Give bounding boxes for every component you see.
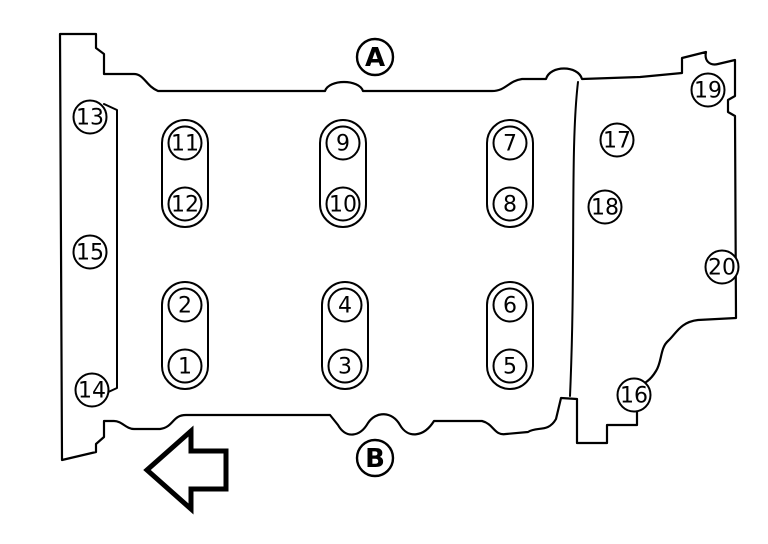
bolt-number-5: 5 <box>503 355 517 380</box>
bolt-circle-1 <box>167 348 203 384</box>
bolt-circle-14 <box>74 372 110 408</box>
bolt-circle-17 <box>599 122 635 158</box>
bolt-circle-4 <box>327 287 363 323</box>
bolt-circle-13 <box>72 99 108 135</box>
bolt-circle-12 <box>167 186 203 222</box>
bolt-number-11: 11 <box>171 132 199 157</box>
bolt-circle-3 <box>327 348 363 384</box>
bolt-circle-6 <box>492 287 528 323</box>
bolt-circle-18 <box>587 189 623 225</box>
view-label-circle-b <box>355 438 395 478</box>
bolt-number-6: 6 <box>503 294 517 319</box>
bolt-circle-5 <box>492 348 528 384</box>
bolt-number-14: 14 <box>78 379 106 404</box>
bolt-number-8: 8 <box>503 193 517 218</box>
bolt-number-16: 16 <box>620 384 648 409</box>
bolt-number-10: 10 <box>329 193 357 218</box>
bolt-number-7: 7 <box>503 132 517 157</box>
right-section-divider-line <box>569 81 579 397</box>
bolt-circle-15 <box>72 234 108 270</box>
view-label-a: A <box>365 43 385 73</box>
bolt-number-18: 18 <box>591 196 619 221</box>
bolt-circle-19 <box>690 72 726 108</box>
bolt-circle-7 <box>492 125 528 161</box>
bolt-number-2: 2 <box>178 294 192 319</box>
bolt-circle-16 <box>616 377 652 413</box>
bolt-number-3: 3 <box>338 355 352 380</box>
bolt-number-15: 15 <box>76 241 104 266</box>
bolt-number-20: 20 <box>708 256 736 281</box>
view-label-circle-a <box>355 37 395 77</box>
view-label-b: B <box>365 444 385 474</box>
bolt-number-19: 19 <box>694 79 722 104</box>
bolt-number-17: 17 <box>603 129 631 154</box>
bolt-number-12: 12 <box>171 193 199 218</box>
bolt-circle-2 <box>167 287 203 323</box>
bolt-circle-20 <box>704 249 740 285</box>
bolt-circle-8 <box>492 186 528 222</box>
bolt-circle-9 <box>325 125 361 161</box>
left-flange-inner-line <box>103 103 118 395</box>
bolt-number-13: 13 <box>76 106 104 131</box>
bolt-number-9: 9 <box>336 132 350 157</box>
left-arrow-icon <box>143 425 229 515</box>
bolt-number-1: 1 <box>178 355 192 380</box>
bolt-number-4: 4 <box>338 294 352 319</box>
bolt-circle-10 <box>325 186 361 222</box>
engine-block-outline <box>58 32 738 462</box>
bolt-circle-11 <box>167 125 203 161</box>
